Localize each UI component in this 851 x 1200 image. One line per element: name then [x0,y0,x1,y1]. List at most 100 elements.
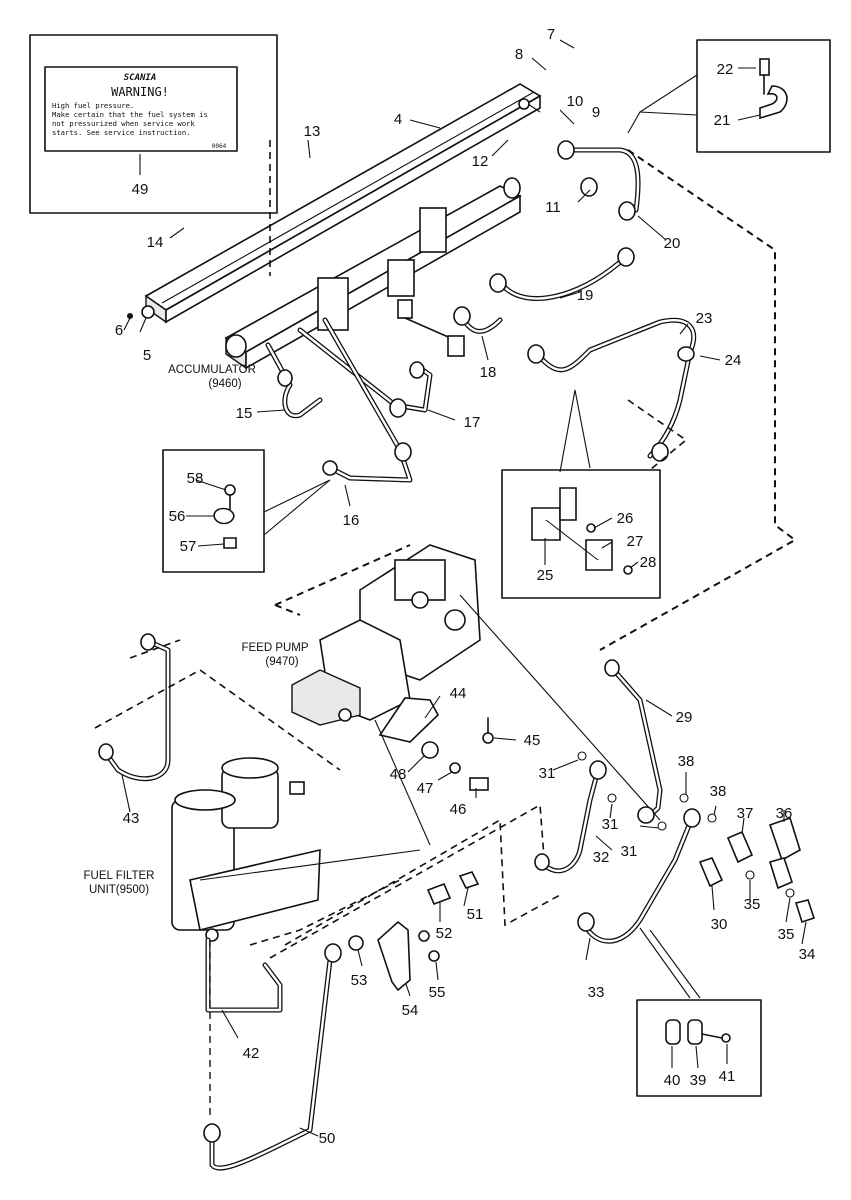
callout: 45 [524,732,541,749]
callout: 33 [588,984,605,1001]
callout: 35 [778,926,795,943]
pipe-17 [297,327,433,418]
callout: 20 [664,235,681,252]
pipe-29 [604,659,663,824]
label-feed-pump: FEED PUMP [241,642,308,654]
callout: 31 [621,843,638,860]
decal-line-2: Make certain that the fuel system is [52,110,208,119]
inset-box-clamp [627,39,831,153]
pipe-23 [527,317,697,471]
callout: 26 [617,510,634,527]
callout: 8 [515,46,523,63]
pipe-42 [205,937,283,1013]
callout: 30 [711,916,728,933]
pipe-43 [94,633,341,782]
pipe-32 [534,760,607,874]
pipe-15 [265,342,323,419]
decal-brand: SCANIA [124,73,157,83]
callout: 18 [480,364,497,381]
callout: 28 [640,554,657,571]
callout: 11 [545,199,561,216]
callout: 37 [737,805,754,822]
callout-numbers: 5 6 4 7 8 9 10 11 12 13 14 15 16 17 18 1… [115,26,816,1147]
fuel-filter-unit [171,757,421,946]
callout: 7 [547,26,555,43]
warning-decal-box: SCANIA WARNING! High fuel pressure. Make… [29,34,278,214]
callout: 55 [429,984,446,1001]
callout: 31 [539,765,556,782]
decal-line-4: starts. See service instruction. [52,128,190,137]
decal-heading: WARNING! [111,85,169,99]
decal-line-1: High fuel pressure. [52,101,134,110]
accumulator [224,177,522,370]
label-accumulator: ACCUMULATOR [168,364,256,376]
fuel-rail-bracket [127,83,542,324]
boundary-lines [274,149,797,651]
callout: 10 [567,93,584,110]
label-accumulator-code: (9460) [208,378,241,390]
callout: 16 [343,512,360,529]
bracket-54 [348,871,480,992]
callout: 38 [710,783,727,800]
callout: 29 [676,709,693,726]
callout: 58 [187,470,204,487]
pipe-19 [489,247,635,302]
callout: 48 [390,766,407,783]
decal-line-3: not pressurized when service work [52,119,195,128]
leader-lines [121,39,807,1137]
callout: 13 [304,123,321,140]
pipe-16 [322,317,413,483]
pipe-20 [557,140,641,221]
callout: 6 [115,322,123,339]
callout: 27 [627,533,644,550]
callout: 52 [436,925,453,942]
callout: 19 [577,287,594,304]
callout: 38 [678,753,695,770]
label-fuel-filter-2: UNIT(9500) [89,884,149,896]
callout: 14 [147,234,164,251]
callout: 22 [717,61,734,78]
callout: 9 [592,104,600,121]
inset-box-clip [162,449,331,573]
callout: 57 [180,538,197,555]
callout: 32 [593,849,610,866]
callout: 39 [690,1072,707,1089]
callout: 44 [450,685,467,702]
callout: 53 [351,972,368,989]
inset-box-bracket [501,389,661,599]
callout-49: 49 [132,181,149,198]
label-fuel-filter-1: FUEL FILTER [84,870,155,882]
callout: 12 [472,153,489,170]
callout: 54 [402,1002,419,1019]
inset-box-clamp-39 [636,927,762,1097]
pipe-18 [453,306,503,334]
pipe-50 [203,803,561,1171]
callout: 42 [243,1045,260,1062]
callout: 15 [236,405,253,422]
callout: 23 [696,310,713,327]
callout: 24 [725,352,742,369]
callout: 40 [664,1072,681,1089]
callout: 34 [799,946,816,963]
pipe-33 [577,808,701,944]
callout: 25 [537,567,554,584]
callout: 4 [394,111,402,128]
callout: 51 [467,906,484,923]
callout: 21 [714,112,731,129]
callout: 47 [417,780,434,797]
callout: 50 [319,1130,336,1147]
component-labels: ACCUMULATOR (9460) FEED PUMP (9470) FUEL… [84,364,309,896]
callout: 46 [450,801,467,818]
callout: 41 [719,1068,736,1085]
label-feed-pump-code: (9470) [265,656,298,668]
callout: 17 [464,414,481,431]
callout: 56 [169,508,186,525]
callout: 36 [776,805,793,822]
feed-pump [291,544,661,846]
fittings-30-38 [577,751,816,924]
callout: 35 [744,896,761,913]
callout: 43 [123,810,140,827]
decal-code: 0064 [212,143,227,150]
